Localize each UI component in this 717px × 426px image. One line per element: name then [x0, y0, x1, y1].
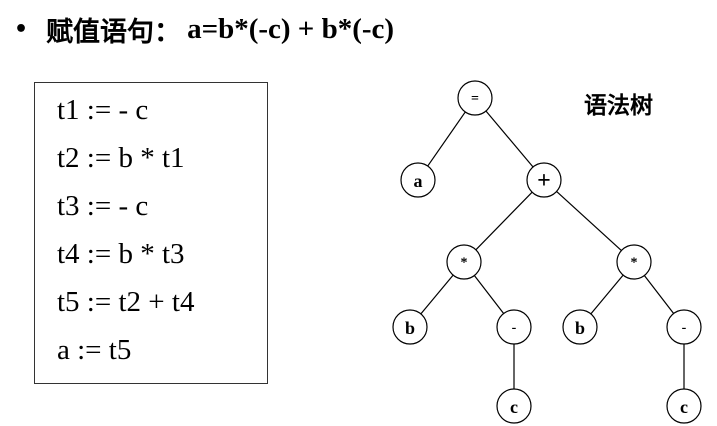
tree-node-a: a	[400, 162, 436, 198]
tree-edge	[643, 275, 675, 314]
tree-edge	[475, 191, 533, 251]
tree-node-b-left: b	[392, 309, 428, 345]
tree-node-c-left: c	[496, 388, 532, 424]
svg-text:=: =	[471, 92, 479, 107]
title-label: 赋值语句：	[46, 16, 182, 48]
svg-text:-: -	[512, 321, 517, 336]
svg-text:*: *	[631, 256, 638, 271]
tree-edge	[590, 274, 624, 315]
tree-node-b-right: b	[562, 309, 598, 345]
code-line: a := t5	[57, 334, 132, 366]
svg-text:b: b	[575, 318, 585, 338]
syntax-tree-label: 语法树	[584, 93, 653, 119]
code-line: t4 := b * t3	[57, 238, 185, 270]
svg-text:c: c	[510, 397, 518, 417]
code-line: t3 := - c	[57, 190, 149, 222]
svg-text:+: +	[537, 168, 551, 194]
bullet-point: •	[14, 16, 29, 42]
tree-node-plus: +	[526, 162, 562, 198]
svg-text:-: -	[682, 321, 687, 336]
tree-edges	[420, 110, 685, 389]
svg-text:b: b	[405, 318, 415, 338]
svg-text:c: c	[680, 397, 688, 417]
slide-title: • 赋值语句： a=b*(-c) + b*(-c)	[14, 4, 394, 54]
assignment-expression: a=b*(-c) + b*(-c)	[187, 12, 395, 45]
tree-node-c-right: c	[666, 388, 702, 424]
tree-node-mul-right: *	[616, 244, 652, 280]
tree-node-assign: =	[457, 80, 493, 116]
tree-edge	[485, 110, 534, 168]
code-line: t1 := - c	[57, 94, 149, 126]
tree-edge	[420, 274, 454, 315]
tree-node-mul-left: *	[446, 244, 482, 280]
tree-edge	[556, 191, 622, 251]
tree-nodes: = a + * * b - b - c c	[392, 80, 702, 424]
tree-node-neg-right: -	[666, 309, 702, 345]
tree-node-neg-left: -	[496, 309, 532, 345]
three-address-code-box: t1 := - c t2 := b * t1 t3 := - c t4 := b…	[34, 82, 268, 384]
tree-edge	[473, 275, 505, 314]
svg-text:*: *	[461, 256, 468, 271]
tree-edge	[427, 111, 466, 167]
code-line: t5 := t2 + t4	[57, 286, 195, 318]
code-line: t2 := b * t1	[57, 142, 185, 174]
svg-text:a: a	[414, 171, 423, 191]
